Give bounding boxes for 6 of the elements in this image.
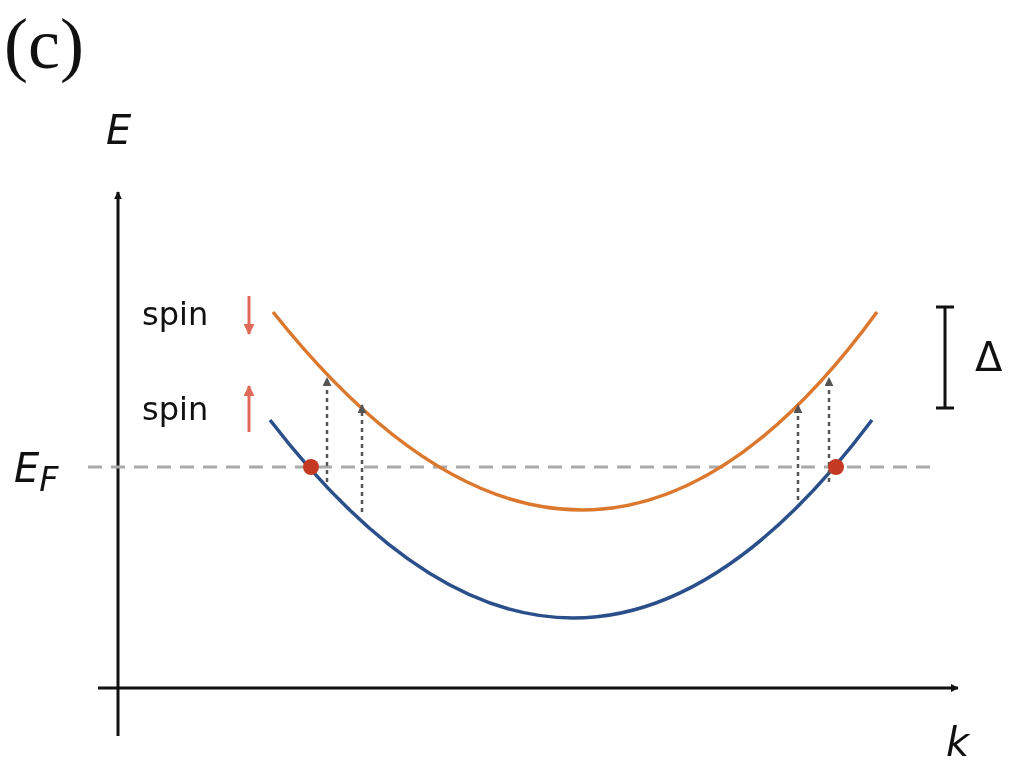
fermi-level-label: E$_{F}$: [14, 448, 59, 497]
spin-label: spin: [142, 393, 209, 425]
gap-label: Δ: [975, 337, 1003, 377]
axis-label: E: [106, 110, 132, 150]
spin-label: spin: [142, 298, 209, 330]
axis-label: k: [946, 722, 970, 762]
